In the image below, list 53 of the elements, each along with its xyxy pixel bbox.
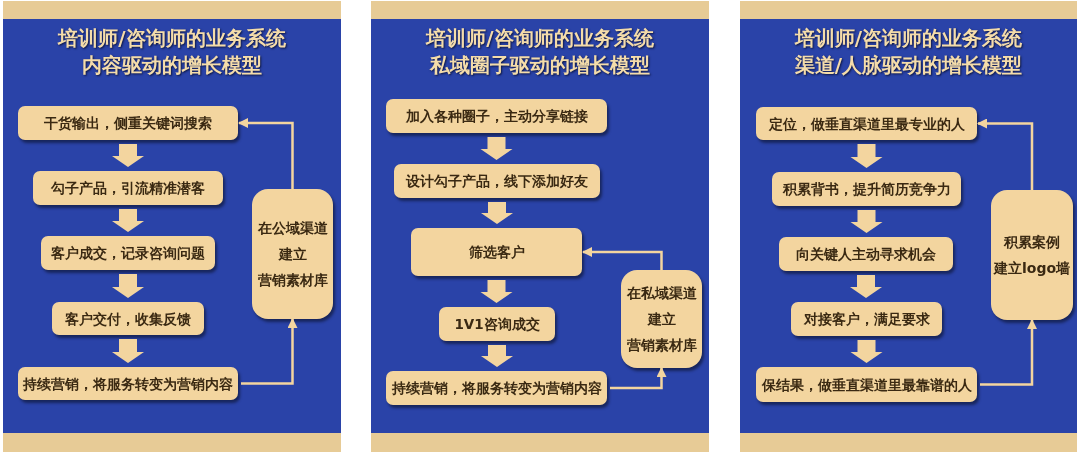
- box-text: 在私域渠道: [626, 284, 697, 303]
- down-arrow: [112, 144, 144, 167]
- process-box: 定位，做垂直渠道里最专业的人: [756, 107, 977, 140]
- side-box: [621, 270, 702, 368]
- process-box: 设计勾子产品，线下添加好友: [394, 164, 600, 198]
- process-box: 保结果，做垂直渠道里最靠谱的人: [756, 367, 977, 402]
- elbow-arrow: [977, 118, 1034, 190]
- box-text: 营销素材库: [257, 271, 328, 290]
- panel: [371, 19, 709, 433]
- process-box: 客户成交，记录咨询问题: [41, 236, 215, 270]
- box-text: 营销素材库: [626, 336, 697, 355]
- elbow-arrow: [238, 118, 294, 189]
- down-arrow: [850, 275, 882, 298]
- panel-heading: 培训师/咨询师的业务系统: [58, 25, 286, 51]
- elbow-arrow: [980, 319, 1037, 386]
- down-arrow: [112, 274, 144, 298]
- panel-heading: 渠道/人脉驱动的增长模型: [794, 52, 1023, 78]
- panel: [740, 19, 1077, 433]
- down-arrow: [480, 280, 513, 303]
- process-box: 持续营销，将服务转变为营销内容: [386, 371, 607, 405]
- box-text: 建立logo墙: [993, 259, 1071, 278]
- down-arrow: [112, 209, 144, 232]
- side-box: [991, 190, 1073, 320]
- side-box: [252, 189, 333, 319]
- process-box: 对接客户，满足要求: [791, 302, 942, 336]
- panel-heading: 培训师/咨询师的业务系统: [426, 25, 654, 51]
- box-text: 建立: [647, 310, 676, 329]
- process-box: 干货输出，侧重关键词搜索: [18, 106, 238, 140]
- down-arrow: [850, 340, 883, 363]
- down-arrow: [481, 202, 513, 224]
- process-box: 客户交付，收集反馈: [52, 302, 204, 335]
- down-arrow: [850, 210, 883, 233]
- process-box: 筛选客户: [411, 228, 582, 276]
- elbow-arrow: [582, 247, 663, 270]
- panel-heading: 内容驱动的增长模型: [82, 52, 262, 78]
- process-box: 向关键人主动寻求机会: [779, 237, 953, 271]
- box-text: 积累案例: [1004, 233, 1060, 252]
- process-box: 积累背书，提升简历竞争力: [772, 172, 961, 206]
- box-text: 建立: [278, 245, 307, 264]
- elbow-arrow: [610, 367, 667, 390]
- down-arrow: [480, 137, 513, 160]
- panel-heading: 培训师/咨询师的业务系统: [794, 25, 1023, 51]
- down-arrow: [112, 339, 144, 363]
- down-arrow: [481, 345, 513, 367]
- process-box: 加入各种圈子，主动分享链接: [386, 99, 607, 133]
- elbow-arrow: [241, 318, 298, 385]
- process-box: 持续营销，将服务转变为营销内容: [18, 367, 238, 400]
- box-text: 在公域渠道: [257, 219, 328, 238]
- process-box: 勾子产品，引流精准潜客: [33, 171, 223, 205]
- process-box: 1V1咨询成交: [439, 307, 555, 341]
- down-arrow: [850, 144, 883, 168]
- panel-heading: 私域圈子驱动的增长模型: [430, 52, 650, 78]
- panel: [3, 19, 341, 433]
